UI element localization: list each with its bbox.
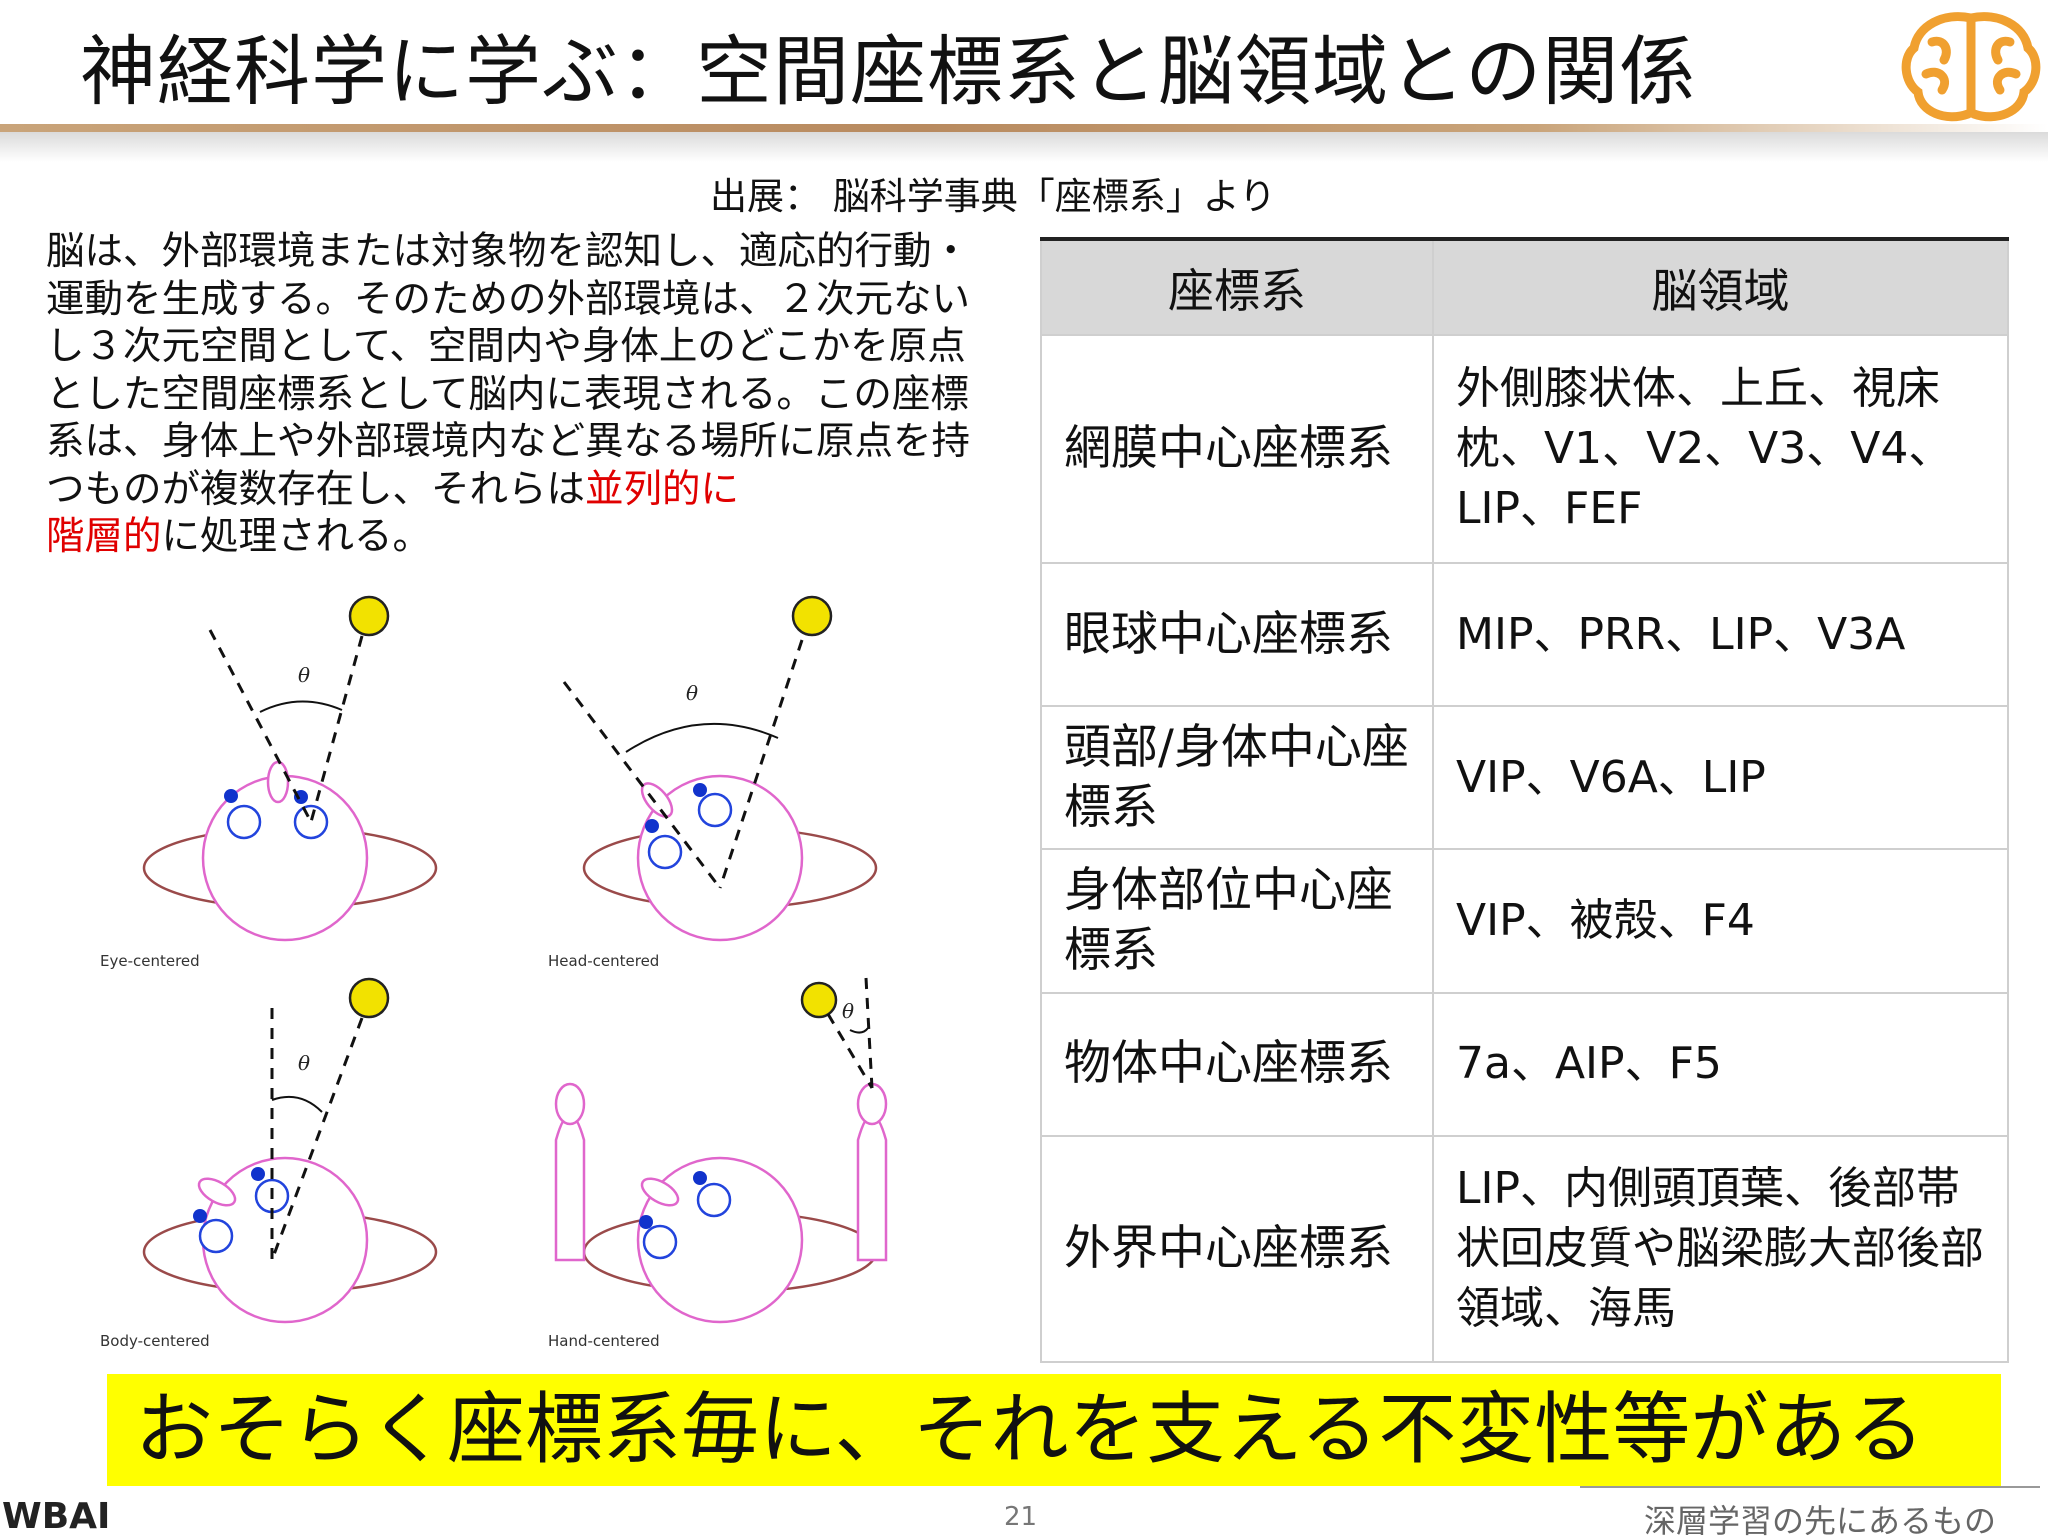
table-header-row: 座標系 脳領域 bbox=[1040, 237, 2009, 336]
table-row: 外界中心座標系 LIP、内側頭頂葉、後部帯状回皮質や脳梁膨大部後部領域、海馬 bbox=[1040, 1134, 2009, 1364]
footer-divider bbox=[1580, 1486, 2040, 1488]
theta-label-head: θ bbox=[686, 681, 698, 705]
eye-centered-diagram: θ Eye-centered bbox=[100, 595, 438, 970]
slide-title: 神経科学に学ぶ：空間座標系と脳領域との関係 bbox=[80, 27, 1697, 116]
theta-label-body: θ bbox=[298, 1051, 310, 1075]
head-centered-diagram: θ Head-centered bbox=[548, 595, 878, 970]
body-text-part1: 脳は、外部環境または対象物を認知し、適応的行動・運動を生成する。そのための外部環… bbox=[46, 229, 971, 512]
cell-regions: VIP、被殻、F4 bbox=[1432, 848, 2009, 994]
table-row: 頭部/身体中心座標系 VIP、V6A、LIP bbox=[1040, 705, 2009, 851]
header-shadow bbox=[0, 132, 2048, 162]
cell-system: 網膜中心座標系 bbox=[1040, 333, 1434, 565]
header-brain-region: 脳領域 bbox=[1432, 237, 2009, 336]
coordinate-system-table: 座標系 脳領域 網膜中心座標系 外側膝状体、上丘、視床枕、V1、V2、V3、V4… bbox=[1040, 237, 2009, 1364]
cell-system: 頭部/身体中心座標系 bbox=[1040, 705, 1434, 851]
highlight-parallel: 並列的に bbox=[585, 466, 740, 512]
head-centered-label: Head-centered bbox=[548, 952, 659, 970]
body-paragraph: 脳は、外部環境または対象物を認知し、適応的行動・運動を生成する。そのための外部環… bbox=[46, 228, 996, 561]
wbai-logo-icon: WBAI bbox=[2, 1496, 110, 1534]
cell-system: 物体中心座標系 bbox=[1040, 991, 1434, 1137]
cell-regions: MIP、PRR、LIP、V3A bbox=[1432, 562, 2009, 708]
hand-centered-diagram: θ Hand-centered bbox=[548, 977, 888, 1350]
footer-logo-text: WBAI bbox=[2, 1496, 110, 1534]
theta-label-hand: θ bbox=[842, 999, 854, 1023]
footer-title: 深層学習の先にあるもの bbox=[1644, 1502, 1997, 1536]
cell-system: 外界中心座標系 bbox=[1040, 1134, 1434, 1364]
body-centered-diagram: θ Body-centered bbox=[100, 977, 438, 1350]
conclusion-banner: おそらく座標系毎に、それを支える不変性等がある bbox=[107, 1374, 2001, 1486]
cell-regions: 7a、AIP、F5 bbox=[1432, 991, 2009, 1137]
page-number: 21 bbox=[1004, 1502, 1038, 1532]
cell-system: 眼球中心座標系 bbox=[1040, 562, 1434, 708]
coordinate-frames-figure: .ring { fill: none; stroke: #9a4a4a; str… bbox=[100, 595, 888, 1350]
eye-centered-label: Eye-centered bbox=[100, 952, 200, 970]
cell-regions: LIP、内側頭頂葉、後部帯状回皮質や脳梁膨大部後部領域、海馬 bbox=[1432, 1134, 2009, 1364]
theta-label-eye: θ bbox=[298, 663, 310, 687]
header-coordinate-system: 座標系 bbox=[1040, 237, 1434, 336]
table-row: 物体中心座標系 7a、AIP、F5 bbox=[1040, 991, 2009, 1137]
header-divider bbox=[0, 124, 2048, 132]
body-centered-label: Body-centered bbox=[100, 1332, 210, 1350]
cell-system: 身体部位中心座標系 bbox=[1040, 848, 1434, 994]
hand-centered-label: Hand-centered bbox=[548, 1332, 660, 1350]
cell-regions: VIP、V6A、LIP bbox=[1432, 705, 2009, 851]
highlight-hierarchical: 階層的 bbox=[46, 514, 162, 559]
source-citation: 出展： 脳科学事典「座標系」より bbox=[710, 175, 1277, 218]
cell-regions: 外側膝状体、上丘、視床枕、V1、V2、V3、V4、LIP、FEF bbox=[1432, 333, 2009, 565]
table-row: 身体部位中心座標系 VIP、被殻、F4 bbox=[1040, 848, 2009, 994]
table-row: 眼球中心座標系 MIP、PRR、LIP、V3A bbox=[1040, 562, 2009, 708]
table-row: 網膜中心座標系 外側膝状体、上丘、視床枕、V1、V2、V3、V4、LIP、FEF bbox=[1040, 333, 2009, 565]
brain-logo-icon bbox=[1901, 12, 2041, 122]
body-text-part2: に処理される。 bbox=[161, 514, 432, 559]
